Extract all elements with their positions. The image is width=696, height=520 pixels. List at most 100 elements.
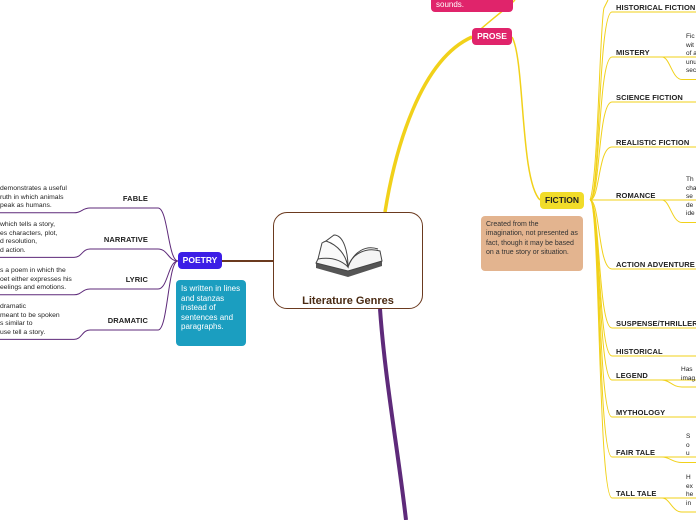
connector-fiction-science-fiction <box>589 101 696 201</box>
connector-fiction-realistic-fiction <box>589 146 696 201</box>
note-line: de <box>686 201 694 209</box>
note-line: cha <box>686 184 696 192</box>
fiction-child-connectors <box>589 0 696 513</box>
poetry-child-connectors <box>0 207 179 340</box>
fiction-child-action-adventure[interactable]: ACTION ADVENTURE <box>616 260 695 269</box>
note-line: which tells a story, <box>0 221 56 228</box>
note-line: d action. <box>0 246 26 254</box>
central-node[interactable]: Literature Genres <box>273 212 423 309</box>
note-line: sec <box>686 67 696 74</box>
poetry-node[interactable]: POETRY <box>178 252 222 269</box>
connector-note-legend <box>661 379 696 388</box>
fiction-node[interactable]: FICTION <box>540 192 584 209</box>
note-line: se <box>686 193 693 200</box>
note-line: S <box>686 433 691 440</box>
note-line: ex <box>686 482 693 490</box>
fiction-child-science-fiction[interactable]: SCIENCE FICTION <box>616 93 683 102</box>
fiction-child-historical-fiction[interactable]: HISTORICAL FICTION <box>616 3 696 12</box>
note-line: Has <box>681 366 693 373</box>
fiction-note: Created from the imagination, not presen… <box>481 216 583 271</box>
connector-fiction-mistery <box>589 56 696 201</box>
connector-fiction-historical-fiction <box>589 11 696 201</box>
connector-central-down <box>378 308 408 520</box>
note-line: o <box>686 441 690 449</box>
open-book-icon <box>315 234 383 277</box>
note-line: oet either expresses his <box>0 275 72 283</box>
note-line: wit <box>686 41 694 49</box>
connector-fiction-mythology <box>589 199 696 418</box>
connector-note-dramatic <box>0 329 91 340</box>
fiction-child-mistery[interactable]: MISTERY <box>616 48 650 57</box>
note-line: use tell a story. <box>0 328 46 336</box>
note-line: s similar to <box>0 320 33 328</box>
note-line: of a <box>686 50 696 57</box>
note-line: imag <box>681 374 696 382</box>
note-line: unu <box>686 58 696 66</box>
prose-label: PROSE <box>477 31 507 41</box>
fiction-child-tall-tale[interactable]: TALL TALE <box>616 489 657 498</box>
top-note-text: sounds. <box>436 0 465 9</box>
poetry-note-text: Is written in lines and stanzas instead … <box>181 284 241 332</box>
fiction-child-legend[interactable]: LEGEND <box>616 371 648 380</box>
note-line: demonstrates a useful <box>0 185 67 192</box>
note-line: dramatic <box>0 303 27 310</box>
fiction-child-mythology[interactable]: MYTHOLOGY <box>616 408 666 417</box>
note-line: Fic <box>686 33 695 40</box>
note-line: meant to be spoken <box>0 311 60 319</box>
fiction-child-romance[interactable]: ROMANCE <box>616 191 656 200</box>
connector-fiction-action-adventure <box>589 199 696 270</box>
prose-node[interactable]: PROSE <box>472 28 512 45</box>
connector-note-narrative <box>0 248 91 258</box>
note-line: ruth in which animals <box>0 193 64 201</box>
fiction-note-text: Created from the imagination, not presen… <box>486 221 578 257</box>
connector-poetry-dramatic <box>90 260 179 331</box>
note-line: peak as humans. <box>0 202 52 210</box>
fiction-child-suspense-thriller[interactable]: SUSPENSE/THRILLER <box>616 319 696 328</box>
central-title: Literature Genres <box>302 295 394 307</box>
note-line: d resolution, <box>0 238 38 246</box>
top-note: sounds. <box>431 0 513 12</box>
connector-central-prose <box>383 35 473 213</box>
fiction-child-fair-tale[interactable]: FAIR TALE <box>616 448 656 457</box>
poetry-note: Is written in lines and stanzas instead … <box>176 280 246 346</box>
connector-prose-fiction <box>511 36 541 201</box>
connector-note-mistery <box>661 56 696 80</box>
fiction-child-realistic-fiction[interactable]: REALISTIC FICTION <box>616 138 690 147</box>
connector-note-lyric <box>0 288 91 296</box>
note-line: u <box>686 450 690 457</box>
note-line: s a poem in which the <box>0 267 66 274</box>
connector-fiction-top <box>589 0 609 201</box>
connector-fiction-historical <box>589 199 696 357</box>
connector-poetry-lyric <box>90 260 179 290</box>
poetry-note-narrative: which tells a story,es characters, plot,… <box>0 221 57 255</box>
note-line: he <box>686 491 694 498</box>
poetry-child-lyric[interactable]: LYRIC <box>125 275 148 284</box>
note-line: in <box>686 499 692 507</box>
poetry-child-narrative[interactable]: NARRATIVE <box>103 235 148 244</box>
fiction-child-historical[interactable]: HISTORICAL <box>616 347 663 356</box>
note-line: eelings and emotions. <box>0 284 67 292</box>
note-line: ide <box>686 210 695 217</box>
connector-note-fair-tale <box>661 456 696 463</box>
connector-poetry-fable <box>90 207 179 262</box>
note-line: Th <box>686 176 694 183</box>
connector-note-romance <box>661 199 696 223</box>
poetry-child-dramatic[interactable]: DRAMATIC <box>107 316 148 325</box>
connector-poetry-narrative <box>90 248 179 262</box>
fiction-label: FICTION <box>545 195 579 205</box>
poetry-child-fable[interactable]: FABLE <box>122 194 148 203</box>
note-line: es characters, plot, <box>0 229 58 237</box>
poetry-label: POETRY <box>182 255 218 265</box>
connector-fiction-tall-tale <box>589 199 696 499</box>
connector-note-tall-tale <box>661 497 696 513</box>
note-line: H <box>686 474 691 481</box>
connector-note-fable <box>0 207 91 214</box>
